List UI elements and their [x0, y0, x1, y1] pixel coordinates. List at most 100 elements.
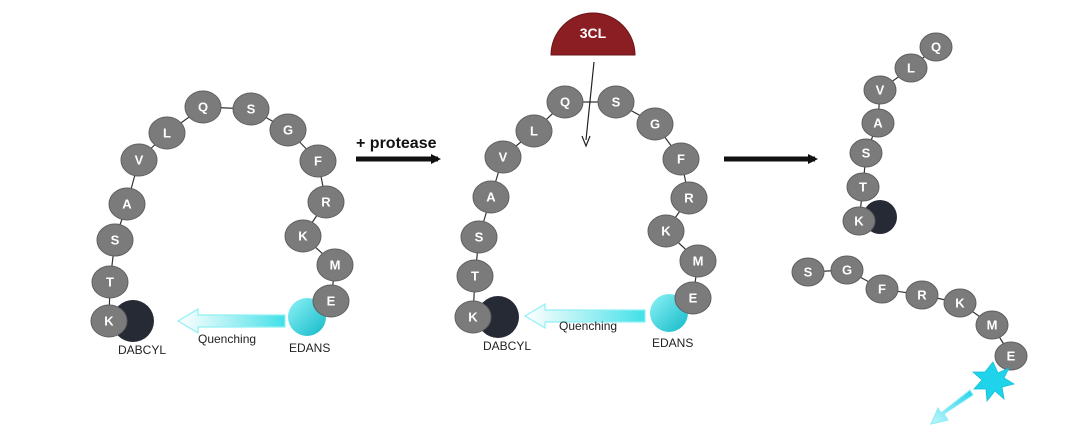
- n-fragment-bead-4: A: [861, 108, 895, 138]
- bound-bead-label: Q: [560, 95, 570, 110]
- intact-bead-9: G: [269, 113, 307, 147]
- n-fragment-bead-label: K: [854, 214, 864, 229]
- protease-step-arrow: + protease: [356, 135, 441, 164]
- intact-bead-label: F: [314, 154, 322, 169]
- dabcyl-label: DABCYL: [118, 343, 166, 357]
- intact-bead-2: T: [91, 265, 129, 299]
- n-fragment-bead-7: Q: [919, 32, 953, 62]
- n-fragment-bead-label: L: [907, 61, 915, 76]
- intact-bead-label: Q: [198, 100, 208, 115]
- intact-bead-label: S: [111, 233, 120, 248]
- panel-intact-substrate: K T S A V L Q S G F R K M E Quenching DABCYL EDANS: [90, 90, 354, 357]
- c-fragment-bead-label: E: [1007, 349, 1016, 364]
- bound-bead-label: V: [499, 150, 508, 165]
- n-fragment-bead-label: A: [873, 116, 883, 131]
- c-fragment-bead-label: R: [917, 288, 927, 303]
- dabcyl-label: DABCYL: [483, 339, 531, 353]
- bound-bead-9: G: [636, 107, 674, 141]
- intact-bead-6: L: [148, 116, 186, 150]
- intact-bead-label: A: [122, 197, 132, 212]
- bound-bead-label: K: [661, 224, 671, 239]
- 3cl-protease: 3CL: [550, 12, 636, 148]
- bound-bead-label: S: [612, 95, 621, 110]
- bound-bead-1: K: [454, 300, 492, 334]
- emission-arrow: [930, 389, 974, 425]
- bound-bead-6: L: [515, 114, 553, 148]
- intact-bead-label: S: [247, 102, 256, 117]
- bound-bead-12: K: [647, 214, 685, 248]
- bound-bead-14: E: [674, 281, 712, 315]
- c-fragment-bead-label: M: [987, 318, 998, 333]
- bound-bead-3: S: [460, 220, 498, 254]
- n-fragment-bead-6: L: [894, 53, 928, 83]
- bound-bead-label: L: [530, 124, 538, 139]
- n-terminal-fragment: K T SA V L Q: [842, 32, 953, 236]
- n-fragment-bead-2: T: [846, 172, 880, 202]
- c-fragment-bead-label: G: [842, 263, 852, 278]
- peptide-links: [807, 269, 1012, 357]
- c-terminal-fragment: S GF R K M E: [791, 255, 1028, 371]
- bound-bead-label: E: [689, 291, 698, 306]
- intact-bead-label: K: [298, 229, 308, 244]
- intact-bead-13: M: [316, 248, 354, 282]
- quenching-arrow: [523, 302, 646, 330]
- intact-bead-5: V: [120, 143, 158, 177]
- intact-bead-3: S: [96, 223, 134, 257]
- bound-bead-label: A: [486, 190, 496, 205]
- c-fragment-bead-label: K: [955, 296, 965, 311]
- intact-bead-7: Q: [184, 90, 222, 124]
- bound-bead-13: M: [679, 244, 717, 278]
- n-fragment-bead-3: S: [849, 138, 883, 168]
- n-fragment-bead-5: V: [863, 75, 897, 105]
- intact-bead-12: K: [284, 219, 322, 253]
- 3cl-label: 3CL: [580, 25, 607, 41]
- intact-bead-10: F: [299, 144, 337, 178]
- n-fragment-bead-label: S: [862, 146, 871, 161]
- intact-bead-label: K: [104, 314, 114, 329]
- intact-bead-label: R: [321, 195, 331, 210]
- n-fragment-bead-label: V: [876, 83, 885, 98]
- intact-bead-14: E: [312, 284, 350, 318]
- c-fragment-bead-3: F: [865, 274, 899, 304]
- c-fragment-bead-6: M: [975, 310, 1009, 340]
- bound-bead-7: Q: [546, 85, 584, 119]
- bound-bead-label: T: [471, 269, 479, 284]
- bound-bead-label: K: [468, 310, 478, 325]
- intact-bead-8: S: [232, 92, 270, 126]
- bound-bead-5: V: [484, 140, 522, 174]
- intact-bead-label: E: [327, 294, 336, 309]
- intact-bead-label: G: [283, 123, 293, 138]
- c-fragment-bead-4: R: [905, 280, 939, 310]
- dabcyl-quencher: [477, 296, 519, 338]
- edans-label: EDANS: [289, 341, 330, 355]
- intact-bead-label: L: [163, 126, 171, 141]
- intact-bead-11: R: [307, 185, 345, 219]
- bound-bead-11: R: [670, 181, 708, 215]
- intact-bead-label: T: [106, 275, 114, 290]
- bound-bead-8: S: [597, 85, 635, 119]
- bound-bead-label: S: [475, 230, 484, 245]
- c-fragment-bead-7: E: [994, 341, 1028, 371]
- bound-bead-label: F: [677, 152, 685, 167]
- quenching-label: Quenching: [198, 332, 256, 346]
- intact-bead-label: V: [135, 153, 144, 168]
- bound-bead-label: G: [650, 117, 660, 132]
- n-fragment-bead-1: K: [842, 206, 876, 236]
- intact-bead-1: K: [90, 304, 128, 338]
- peptide-beads: K T S A V L Q S G F R K M E: [454, 85, 717, 334]
- n-fragment-bead-label: T: [859, 180, 867, 195]
- protease-label: + protease: [356, 135, 437, 152]
- intact-bead-label: M: [330, 258, 341, 273]
- c-fragment-bead-2: G: [830, 255, 864, 285]
- bound-bead-label: M: [693, 254, 704, 269]
- c-fragment-bead-5: K: [943, 288, 977, 318]
- fluorescence-burst-icon: [971, 361, 1016, 403]
- bound-bead-2: T: [456, 259, 494, 293]
- c-fragment-bead-label: S: [804, 265, 813, 280]
- bound-bead-4: A: [472, 180, 510, 214]
- n-fragment-bead-label: Q: [931, 40, 941, 55]
- bound-bead-label: R: [684, 191, 694, 206]
